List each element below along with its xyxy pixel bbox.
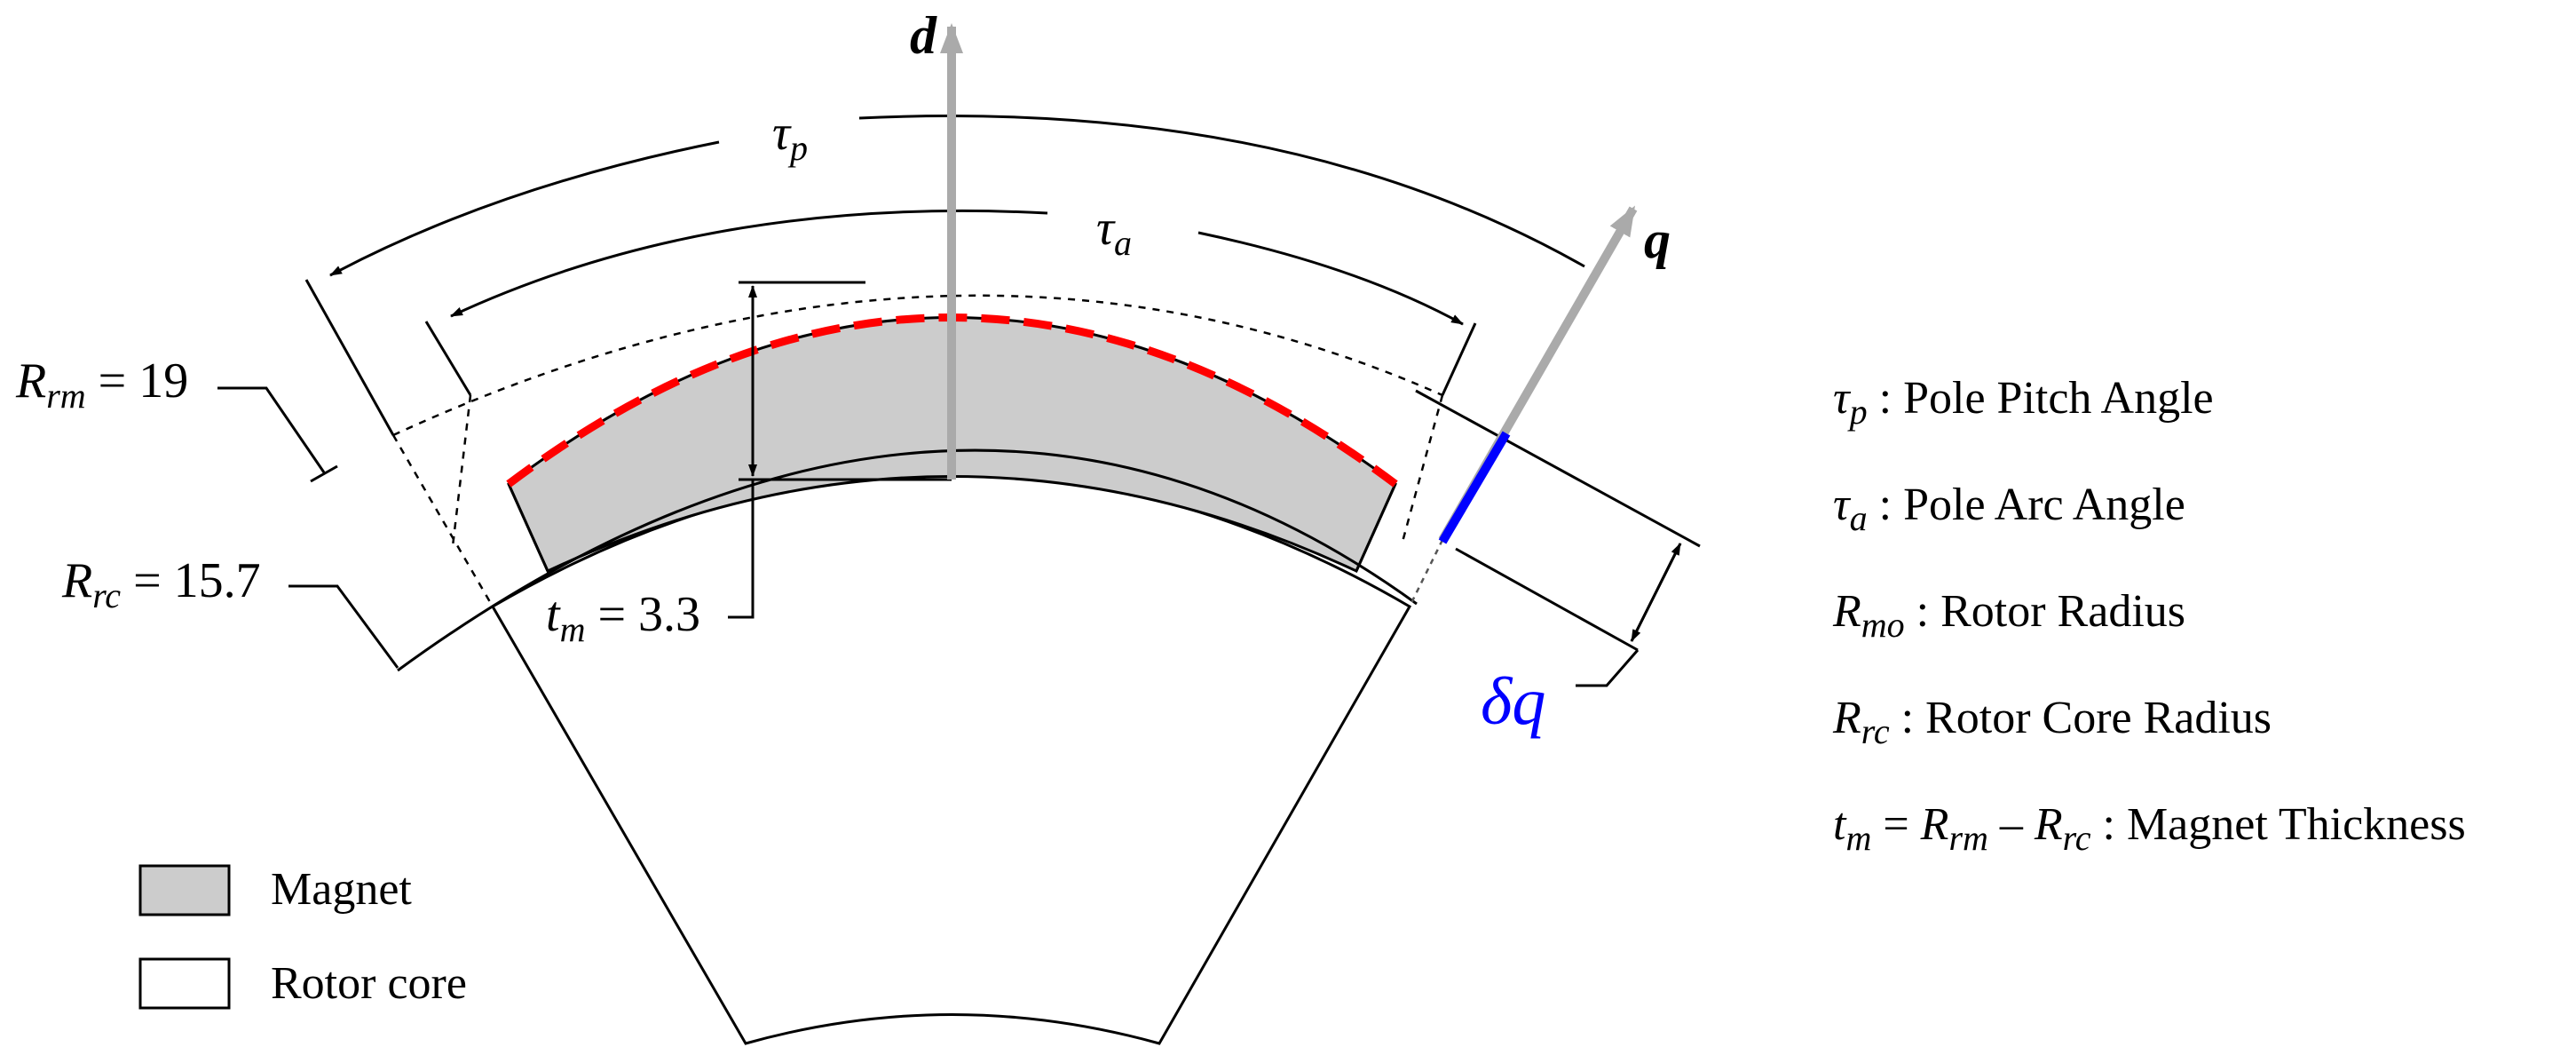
- legend-label-magnet: Magnet: [271, 864, 412, 915]
- tau-a-right-extension: [1441, 322, 1477, 396]
- r-rc-label: Rrc = 15.7: [61, 553, 261, 615]
- pole-pitch-left-dashed: [391, 434, 494, 607]
- q-axis-label: q: [1644, 210, 1671, 269]
- tm-leader: [728, 480, 755, 619]
- q-side-outer-line: [1415, 389, 1701, 548]
- tau-a-left-extension: [424, 321, 472, 396]
- tau-p-arc-right: [858, 115, 1585, 268]
- legend-swatch-magnet: [138, 864, 231, 916]
- definition-tau-p: τp : Pole Pitch Angle: [1833, 373, 2214, 432]
- d-axis-label: d: [910, 6, 937, 65]
- r-rm-leader: [217, 386, 326, 473]
- rotor-core-arc: [397, 448, 1418, 672]
- definitions-list: τp : Pole Pitch Angle τa : Pole Arc Angl…: [1832, 373, 2466, 858]
- tau-p-arc-left: [329, 140, 720, 277]
- legend-label-rotor-core: Rotor core: [271, 958, 467, 1009]
- tau-a-label: τa: [1096, 201, 1132, 263]
- magnet-radius-dashed-arc: [392, 294, 1443, 437]
- q-axis-lower-dashed: [1408, 539, 1444, 607]
- delta-q-leader: [1576, 649, 1640, 687]
- delta-q-label: δq: [1481, 664, 1545, 739]
- definition-r-mo: Rmo : Rotor Radius: [1832, 586, 2185, 645]
- tau-p-label: τp: [772, 106, 808, 168]
- definition-tau-a: τa : Pole Arc Angle: [1833, 480, 2185, 538]
- tau-p-left-extension: [304, 279, 395, 436]
- magnet-left-edge: [507, 483, 549, 572]
- definition-t-m: tm = Rrm – Rrc : Magnet Thickness: [1833, 799, 2466, 858]
- delta-q-dimension-2: [1630, 543, 1682, 642]
- tau-a-arc-right: [1197, 231, 1464, 326]
- rotor-core-sector: [490, 472, 1412, 1045]
- q-side-inner-line: [1455, 547, 1639, 652]
- r-rc-leader: [288, 584, 399, 669]
- r-rm-tick: [310, 464, 338, 483]
- definition-r-rc: Rrc : Rotor Core Radius: [1832, 693, 2272, 751]
- magnet-right-edge: [1355, 483, 1397, 572]
- tau-a-arc-left: [450, 209, 1048, 318]
- legend: Magnet Rotor core: [138, 864, 467, 1010]
- pole-arc-right-dashed: [1401, 394, 1444, 543]
- legend-swatch-rotor-core: [138, 957, 231, 1010]
- pole-arc-left-dashed: [451, 394, 472, 547]
- tm-label: tm = 3.3: [546, 587, 700, 649]
- delta-q-segment: [1438, 431, 1511, 544]
- r-rm-label: Rrm = 19: [15, 353, 188, 416]
